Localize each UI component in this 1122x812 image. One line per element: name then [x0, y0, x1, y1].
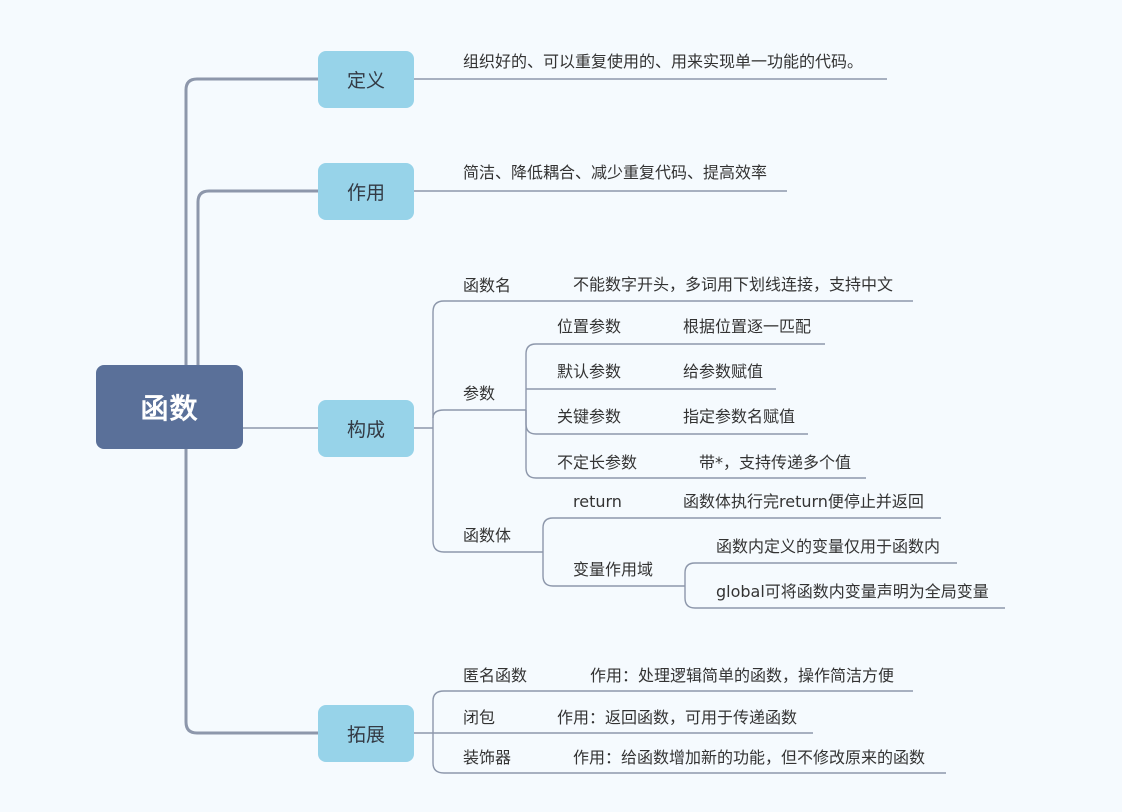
param-keyword-label[interactable]: 关键参数 [557, 407, 622, 426]
param-keyword-desc: 指定参数名赋值 [683, 407, 796, 426]
decorator-label[interactable]: 装饰器 [463, 748, 512, 767]
branch-extension[interactable]: 拓展 [318, 705, 414, 762]
purpose-text: 简洁、降低耦合、减少重复代码、提高效率 [463, 163, 768, 182]
closure-label[interactable]: 闭包 [463, 708, 496, 727]
scope-label[interactable]: 变量作用域 [573, 560, 654, 579]
branch-composition[interactable]: 构成 [318, 400, 414, 457]
param-default-label[interactable]: 默认参数 [557, 362, 622, 381]
param-positional-desc: 根据位置逐一匹配 [683, 317, 812, 336]
params-label[interactable]: 参数 [463, 384, 496, 403]
scope-global-desc: global可将函数内变量声明为全局变量 [716, 582, 989, 601]
param-default-desc: 给参数赋值 [683, 362, 764, 381]
scope-local-desc: 函数内定义的变量仅用于函数内 [716, 537, 941, 556]
return-label[interactable]: return [573, 492, 622, 511]
param-variadic-label[interactable]: 不定长参数 [557, 453, 638, 472]
branch-purpose[interactable]: 作用 [318, 163, 414, 220]
decorator-desc: 作用：给函数增加新的功能，但不修改原来的函数 [573, 748, 926, 767]
func-name-label[interactable]: 函数名 [463, 276, 512, 295]
return-desc: 函数体执行完return便停止并返回 [683, 492, 924, 511]
definition-text: 组织好的、可以重复使用的、用来实现单一功能的代码。 [463, 52, 864, 71]
param-variadic-desc: 带*，支持传递多个值 [699, 453, 852, 472]
branch-definition[interactable]: 定义 [318, 51, 414, 108]
root-node[interactable]: 函数 [96, 365, 243, 449]
param-positional-label[interactable]: 位置参数 [557, 317, 622, 336]
body-label[interactable]: 函数体 [463, 526, 512, 545]
lambda-desc: 作用：处理逻辑简单的函数，操作简洁方便 [590, 666, 895, 685]
lambda-label[interactable]: 匿名函数 [463, 666, 528, 685]
closure-desc: 作用：返回函数，可用于传递函数 [557, 708, 798, 727]
func-name-desc: 不能数字开头，多词用下划线连接，支持中文 [573, 275, 894, 294]
